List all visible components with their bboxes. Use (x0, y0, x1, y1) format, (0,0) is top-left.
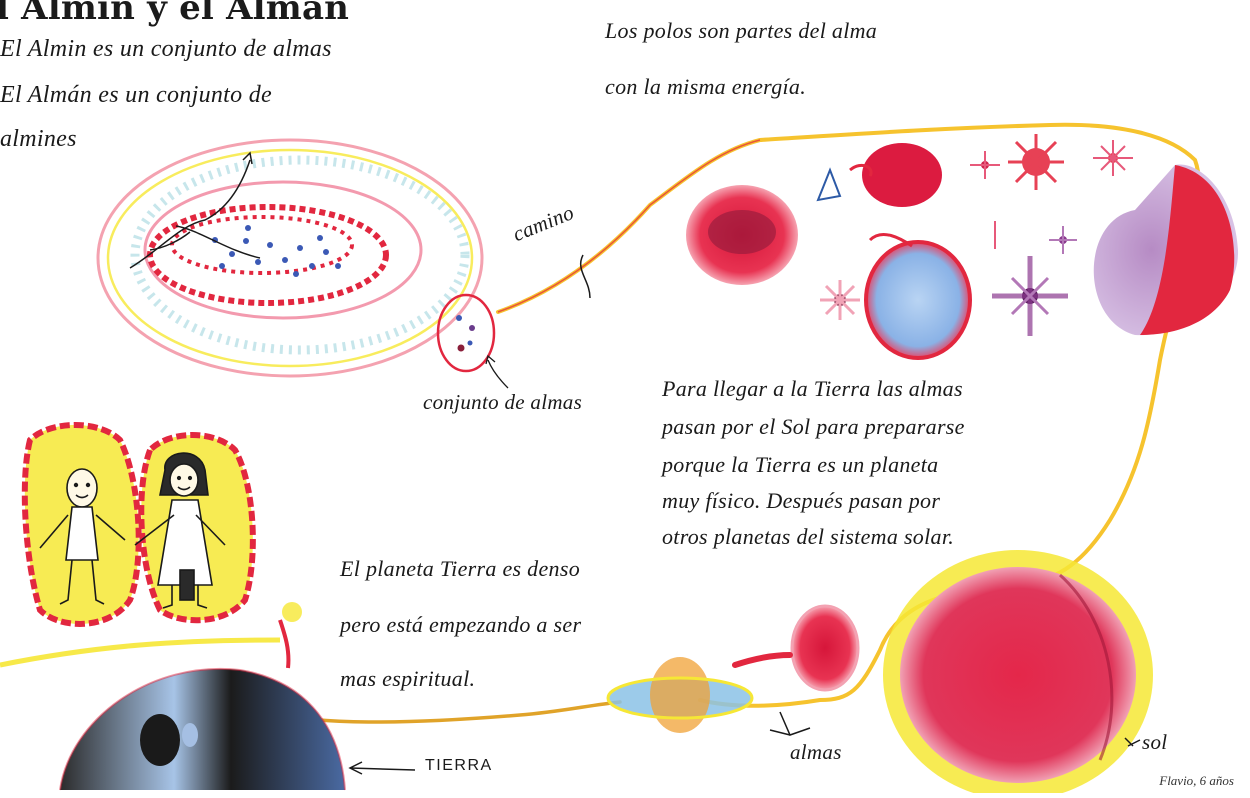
bottom-paragraph-line-3: mas espiritual. (340, 666, 475, 692)
almas-label: almas (790, 740, 842, 765)
tierra-label: TIERRA (425, 757, 493, 775)
author-credit: Flavio, 6 años (1159, 773, 1234, 789)
sun (883, 550, 1153, 793)
left-note-line-3: almines (0, 126, 77, 153)
small-planets (608, 606, 858, 735)
sol-label: sol (1142, 730, 1167, 755)
conjunto-de-almas-label: conjunto de almas (423, 390, 582, 415)
top-note-line-2: con la misma energía. (605, 74, 806, 100)
top-note-line-1: Los polos son partes del alma (605, 18, 877, 44)
figures (25, 425, 253, 624)
left-note-line-1: El Almin es un conjunto de almas (0, 36, 332, 63)
red-crescent-planet (1094, 165, 1238, 336)
bottom-paragraph-line-2: pero está empezando a ser (340, 612, 581, 638)
middle-paragraph-line-2: pasan por el Sol para prepararse (662, 414, 965, 440)
middle-paragraph-line-1: Para llegar a la Tierra las almas (662, 376, 963, 402)
middle-paragraph-line-3: porque la Tierra es un planeta (662, 452, 938, 478)
earth (0, 602, 345, 790)
tierra-arrow (350, 762, 415, 774)
left-note-line-2: El Almán es un conjunto de (0, 82, 272, 109)
bottom-paragraph-line-1: El planeta Tierra es denso (340, 556, 580, 582)
almin-ellipses (98, 140, 482, 376)
page-title: l Almin y el Alman (0, 0, 349, 28)
conjunto-de-almas-ellipse (438, 295, 508, 388)
planets-top (686, 143, 970, 358)
middle-paragraph-line-5: otros planetas del sistema solar. (662, 524, 954, 550)
middle-paragraph-line-4: muy físico. Después pasan por (662, 488, 940, 514)
